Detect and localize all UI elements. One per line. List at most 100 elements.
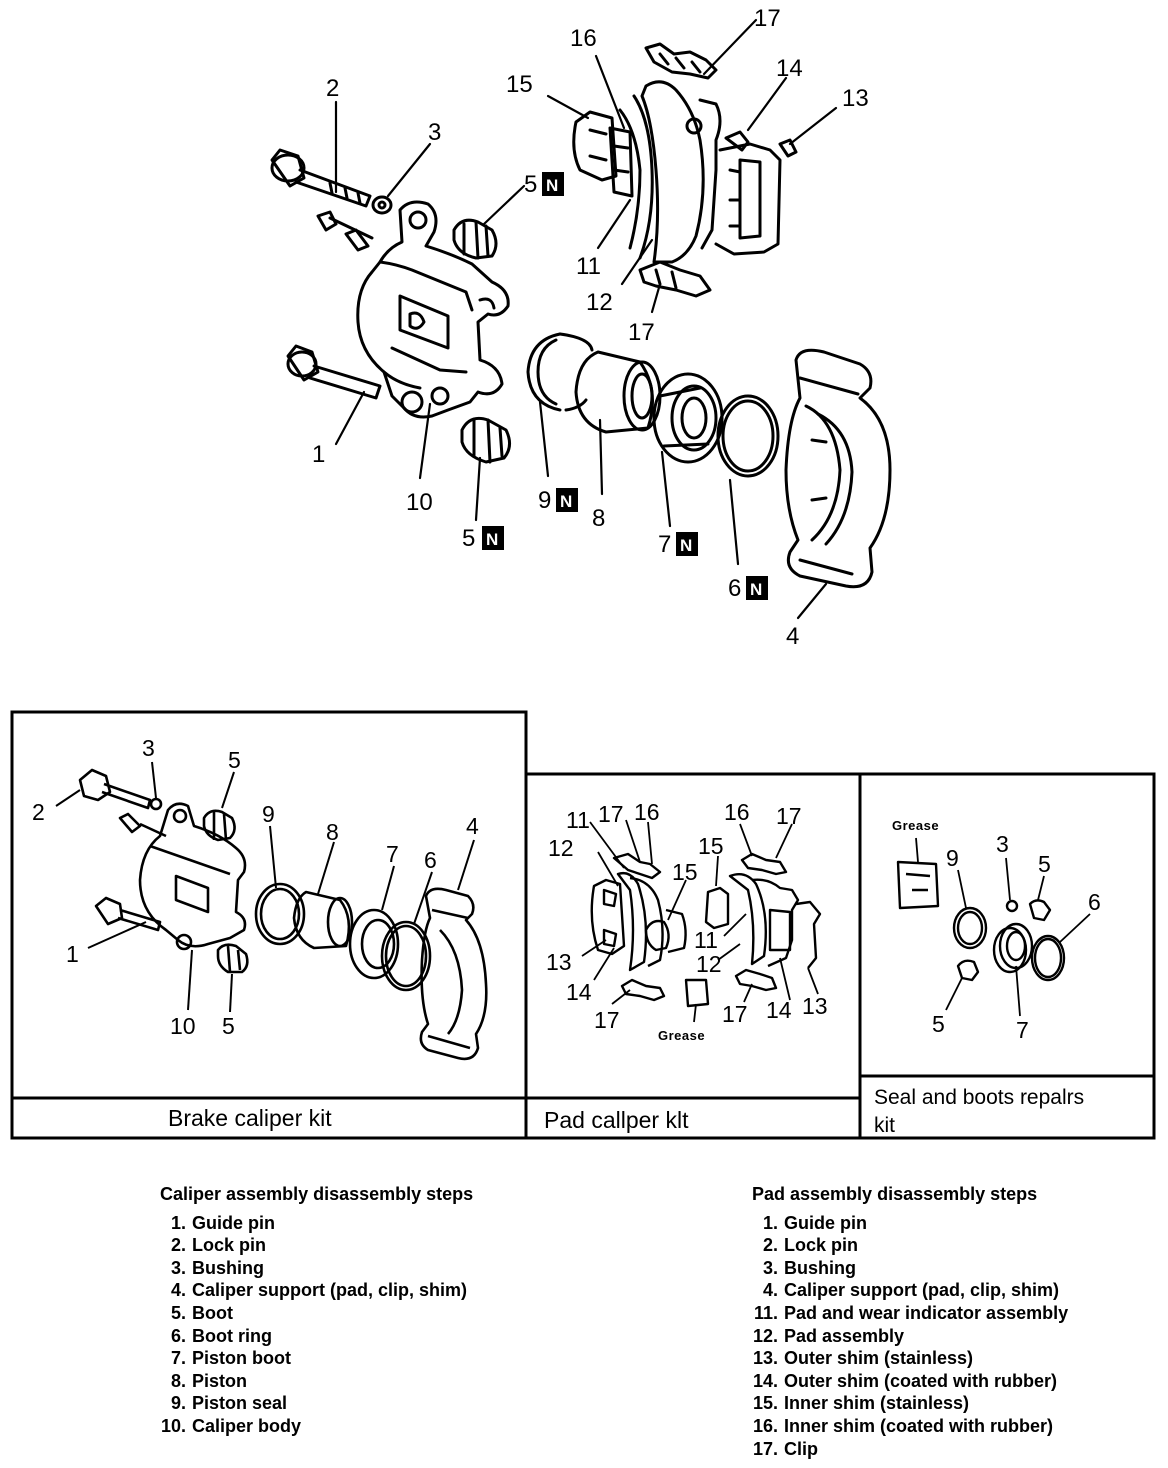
list-item: 12.Pad assembly: [752, 1325, 905, 1346]
callout-8: 8: [592, 505, 605, 532]
caliper-support-part: [784, 348, 892, 589]
brake-kit-callout-2: 2: [32, 799, 45, 825]
clip-upper-part: [644, 42, 718, 80]
piston-seal-part: [526, 332, 594, 412]
seal-kit-callout-5-lower: 5: [932, 1011, 945, 1037]
pad-kit-callout-14-right: 14: [766, 997, 792, 1023]
pad-kit-callout-17-top-left: 17: [598, 801, 624, 827]
callout-13: 13: [842, 85, 869, 112]
pad-kit-callout-12-right: 12: [696, 951, 722, 977]
seal-kit-callouts: Grease 9 3 5 6 5 7: [892, 818, 1101, 1043]
n-tag-5-upper: N: [542, 172, 564, 196]
pad-assembly-part: [618, 80, 782, 264]
boot-lower-part: [460, 416, 511, 464]
list-item: 2.Lock pin: [762, 1235, 859, 1256]
callout-15: 15: [506, 71, 533, 98]
n-tag-5-lower: N: [482, 526, 504, 550]
pad-kit-callout-12-left: 12: [548, 835, 574, 861]
pad-kit-grease-label: Grease: [658, 1028, 705, 1043]
leader-lines: [334, 18, 838, 620]
n-tag-9: N: [556, 488, 578, 512]
lock-pin-part: [270, 148, 372, 208]
boot-upper-part: [452, 218, 498, 260]
pad-kit-callout-17-bottom-right: 17: [722, 1001, 748, 1027]
pad-kit-callout-17-bottom-left: 17: [594, 1007, 620, 1033]
seal-kit-caption-line2: kit: [874, 1114, 895, 1137]
piston-part: [574, 350, 662, 434]
pad-kit-callout-11-right: 11: [694, 927, 718, 953]
brake-kit-callout-10: 10: [170, 1013, 196, 1039]
seal-kit-caption-line1: Seal and boots repalrs: [874, 1086, 1084, 1109]
seal-kit-callout-7: 7: [1016, 1017, 1029, 1043]
seal-kit-callout-5-upper: 5: [1038, 851, 1051, 877]
list-item: 13.Outer shim (stainless): [752, 1348, 974, 1369]
list-item: 15.Inner shim (stainless): [752, 1393, 970, 1414]
callout-2: 2: [326, 75, 339, 102]
brake-kit-callout-9: 9: [262, 801, 275, 827]
list-item: 4.Caliper support (pad, clip, shim): [762, 1280, 1060, 1301]
list-item: 8.Piston: [170, 1370, 248, 1391]
pad-kit-callouts: 11 17 16 12 15 13 14 17 16 17 15 11 12 1…: [546, 799, 828, 1043]
brake-kit-callout-1: 1: [66, 941, 79, 967]
callout-1: 1: [312, 441, 325, 468]
brake-kit-callout-8: 8: [326, 819, 339, 845]
seal-kit-drawing: [896, 837, 1091, 1017]
n-tag-7: N: [676, 532, 698, 556]
pad-kit-callout-15-left: 15: [672, 859, 698, 885]
brake-kit-callout-3: 3: [142, 735, 155, 761]
brake-caliper-kit-caption: Brake caliper kit: [168, 1105, 332, 1131]
list-item: 4.Caliper support (pad, clip, shim): [170, 1280, 468, 1301]
pad-disassembly-steps: Pad assembly disassembly steps 1.Guide p…: [752, 1183, 1068, 1460]
brake-kit-callout-5-upper: 5: [228, 747, 241, 773]
svg-text:N: N: [486, 530, 498, 549]
pad-kit-callout-14-left: 14: [566, 979, 592, 1005]
callout-16: 16: [570, 25, 597, 52]
callout-11: 11: [576, 253, 601, 280]
seal-kit-callout-6: 6: [1088, 889, 1101, 915]
list-item: 6.Boot ring: [170, 1325, 272, 1346]
list-item: 1.Guide pin: [170, 1212, 275, 1233]
caliper-disassembly-steps: Caliper assembly disassembly steps 1.Gui…: [160, 1183, 473, 1438]
list-item: 7.Piston boot: [170, 1348, 291, 1369]
pad-kit-callout-15-right: 15: [698, 833, 724, 859]
caliper-body-part: [356, 200, 510, 419]
callout-7: 7: [658, 531, 671, 558]
callout-17-upper: 17: [754, 5, 781, 32]
pad-kit-callout-13-right: 13: [802, 993, 828, 1019]
n-tags: N N N N N: [482, 172, 768, 600]
callout-4: 4: [786, 623, 799, 650]
list-item: 2.Lock pin: [170, 1235, 267, 1256]
pad-steps-heading: Pad assembly disassembly steps: [752, 1184, 1038, 1204]
svg-text:N: N: [546, 176, 558, 195]
callout-17-lower: 17: [628, 319, 655, 346]
pad-kit-callout-13-left: 13: [546, 949, 572, 975]
pad-kit-drawing: [581, 819, 822, 1023]
list-item: 3.Bushing: [170, 1257, 264, 1278]
n-tag-6: N: [746, 576, 768, 600]
callout-5-upper: 5: [524, 171, 537, 198]
outer-shim-part: [724, 130, 798, 158]
callout-5-lower: 5: [462, 525, 475, 552]
list-item: 1.Guide pin: [762, 1212, 867, 1233]
svg-text:N: N: [680, 536, 692, 555]
pad-caliper-kit-caption: Pad callper klt: [544, 1107, 689, 1133]
brake-kit-callout-6: 6: [424, 847, 437, 873]
caliper-steps-heading: Caliper assembly disassembly steps: [160, 1184, 474, 1204]
seal-kit-frame: [858, 772, 1156, 1140]
clip-lower-part: [638, 260, 712, 298]
svg-text:N: N: [750, 580, 762, 599]
callout-6: 6: [728, 575, 741, 602]
boot-ring-part: [716, 394, 780, 478]
pad-kit-callout-16-right: 16: [724, 799, 750, 825]
list-item: 17.Clip: [752, 1438, 818, 1459]
callout-12: 12: [586, 289, 613, 316]
pad-kit-callout-17-top-right: 17: [776, 803, 802, 829]
small-pin-part: [316, 210, 374, 252]
list-item: 9.Piston seal: [170, 1393, 288, 1414]
bushing-part: [371, 195, 393, 215]
kit-frames: [10, 710, 1156, 1140]
brake-kit-callouts: 3 5 2 9 8 7 6 4 1 10 5: [32, 735, 479, 1039]
brake-kit-callout-5-lower: 5: [222, 1013, 235, 1039]
callout-10: 10: [406, 489, 433, 516]
